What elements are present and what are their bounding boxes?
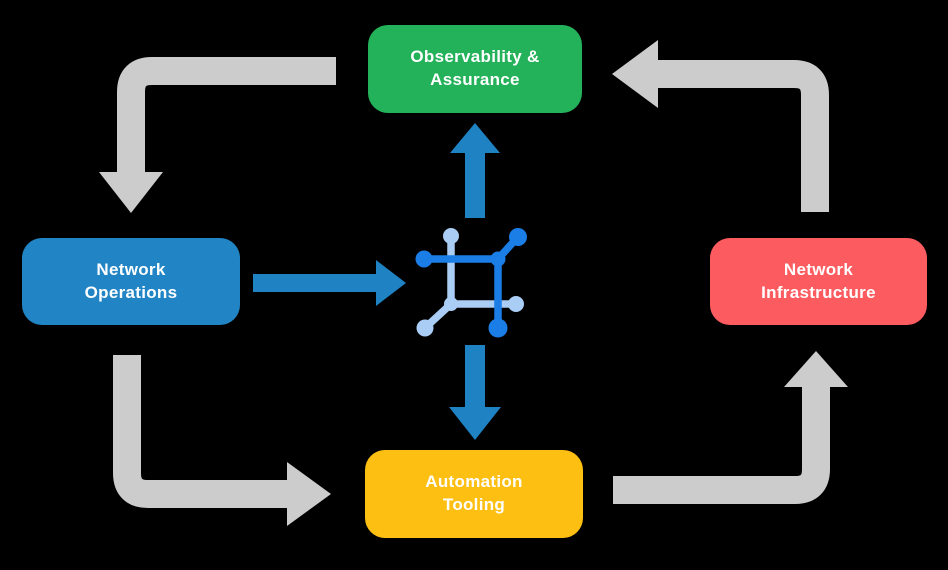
arrow-center-to-observability xyxy=(450,123,500,218)
arrow-observability-to-operations xyxy=(99,57,336,213)
node-label: Network Infrastructure xyxy=(761,259,876,302)
network-mesh-icon xyxy=(415,228,527,338)
node-network-infrastructure: Network Infrastructure xyxy=(710,238,927,325)
node-network-operations: Network Operations xyxy=(22,238,240,325)
node-label: Network Operations xyxy=(84,259,178,302)
arrow-operations-to-automation xyxy=(113,355,331,526)
arrow-infrastructure-to-observability xyxy=(612,40,829,212)
node-label: Observability & Assurance xyxy=(410,47,540,89)
arrow-automation-to-infrastructure xyxy=(613,351,848,504)
arrow-center-to-automation xyxy=(449,345,501,440)
node-observability-assurance: Observability & Assurance xyxy=(368,25,582,113)
arrow-operations-to-center xyxy=(253,260,406,306)
node-label: Automation Tooling xyxy=(425,472,523,514)
node-automation-tooling: Automation Tooling xyxy=(365,450,583,538)
